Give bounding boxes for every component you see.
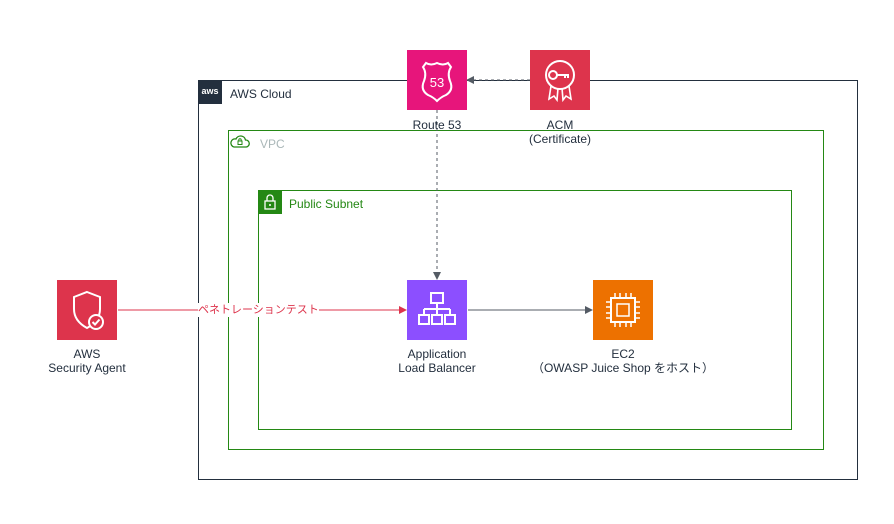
shield-icon bbox=[73, 290, 104, 330]
security-agent-node[interactable] bbox=[57, 280, 117, 340]
ec2-instance-icon bbox=[606, 293, 640, 327]
route53-label: Route 53 bbox=[412, 118, 462, 132]
alb-node[interactable] bbox=[407, 280, 467, 340]
aws-cloud-group bbox=[198, 80, 858, 480]
alb-label-line2: Load Balancer bbox=[398, 361, 476, 375]
acm-node[interactable] bbox=[530, 50, 590, 110]
load-balancer-icon bbox=[418, 292, 456, 325]
acm-label-line2: (Certificate) bbox=[528, 132, 591, 146]
security-agent-label-line1: AWS bbox=[73, 347, 101, 361]
ec2-label-line1: EC2 bbox=[611, 347, 635, 361]
route53-node[interactable]: 53 bbox=[407, 50, 467, 110]
pentest-edge-label: ペネトレーションテスト bbox=[198, 303, 319, 317]
aws-logo-icon: aws bbox=[198, 80, 222, 104]
public-subnet-label: Public Subnet bbox=[289, 197, 364, 211]
public-subnet-group bbox=[258, 190, 792, 430]
acm-label-line1: ACM bbox=[546, 118, 574, 132]
acm-certificate-icon bbox=[545, 60, 575, 103]
security-agent-label-line2: Security Agent bbox=[48, 361, 126, 375]
svg-text:53: 53 bbox=[430, 75, 444, 90]
vpc-group bbox=[228, 130, 824, 450]
lock-icon bbox=[258, 190, 282, 214]
aws-cloud-label: AWS Cloud bbox=[230, 87, 292, 101]
ec2-label-line2: （OWASP Juice Shop をホスト） bbox=[531, 361, 715, 375]
route53-icon: 53 bbox=[421, 61, 453, 103]
ec2-node[interactable] bbox=[593, 280, 653, 340]
alb-label-line1: Application bbox=[407, 347, 467, 361]
vpc-icon bbox=[228, 130, 252, 154]
vpc-label: VPC bbox=[260, 137, 285, 151]
